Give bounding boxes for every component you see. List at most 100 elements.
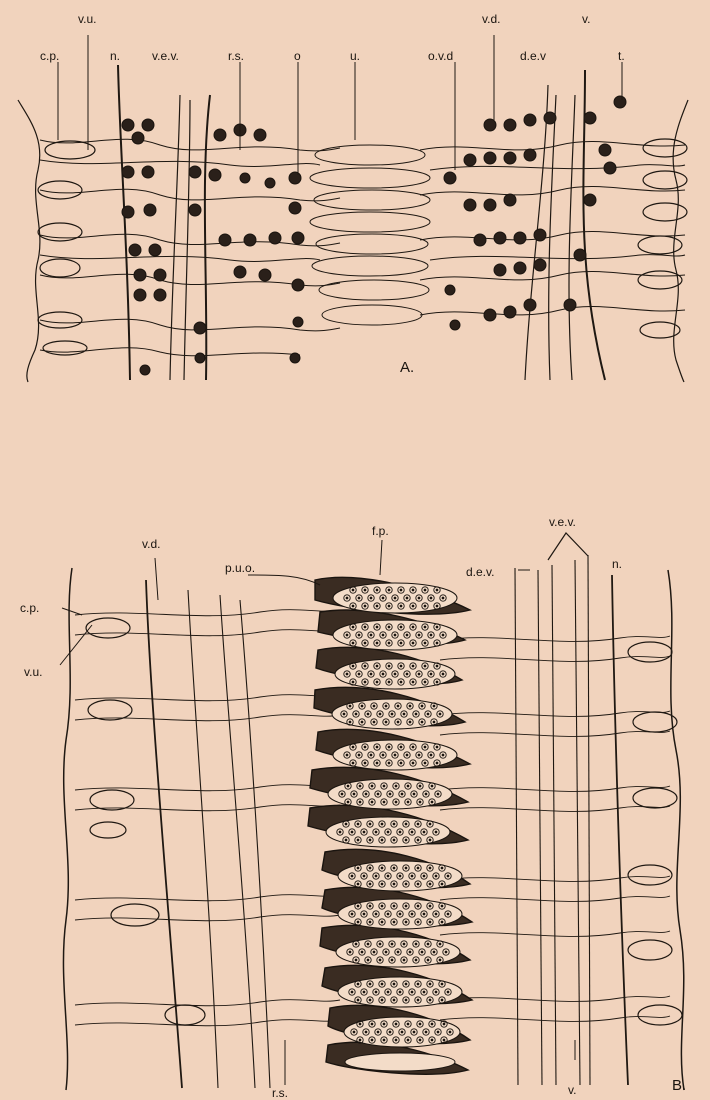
egg-nucleus (369, 839, 371, 841)
egg-nucleus (357, 839, 359, 841)
egg-nucleus (382, 597, 384, 599)
egg-nucleus (346, 673, 348, 675)
egg-nucleus (418, 634, 420, 636)
egg-nucleus (358, 634, 360, 636)
egg-nucleus (376, 626, 378, 628)
egg-nucleus (388, 626, 390, 628)
egg-nucleus (400, 626, 402, 628)
egg-nucleus (397, 705, 399, 707)
egg-nucleus (393, 823, 395, 825)
egg-nucleus (400, 665, 402, 667)
egg-nucleus (435, 991, 437, 993)
egg-nucleus (389, 1031, 391, 1033)
egg-nucleus (447, 991, 449, 993)
egg-nucleus (407, 785, 409, 787)
egg-nucleus (405, 921, 407, 923)
egg-nucleus (364, 626, 366, 628)
egg-nucleus (413, 1031, 415, 1033)
egg-nucleus (361, 951, 363, 953)
egg-nucleus (352, 665, 354, 667)
egg-nucleus (405, 867, 407, 869)
figure-a-left-body-wall (18, 100, 40, 382)
egg-nucleus (369, 823, 371, 825)
egg-nucleus (381, 839, 383, 841)
label-a-cp: c.p. (40, 49, 59, 63)
egg-nucleus (357, 921, 359, 923)
egg-nucleus (417, 921, 419, 923)
egg-nucleus (424, 589, 426, 591)
label-b-cp: c.p. (20, 601, 39, 615)
egg-nucleus (353, 793, 355, 795)
egg-nucleus (400, 681, 402, 683)
egg-nucleus (424, 626, 426, 628)
egg-nucleus (349, 951, 351, 953)
egg-nucleus (371, 1039, 373, 1041)
egg-nucleus (433, 951, 435, 953)
egg-nucleus (435, 913, 437, 915)
egg-nucleus (375, 991, 377, 993)
egg-nucleus (364, 589, 366, 591)
egg-nucleus (351, 991, 353, 993)
egg-nucleus (418, 754, 420, 756)
egg-nucleus (371, 785, 373, 787)
egg-nucleus (429, 823, 431, 825)
egg-nucleus (363, 831, 365, 833)
egg-nucleus (442, 673, 444, 675)
egg-nucleus (381, 983, 383, 985)
egg-nucleus (347, 801, 349, 803)
egg-nucleus (364, 642, 366, 644)
egg-nucleus (424, 762, 426, 764)
egg-nucleus (447, 913, 449, 915)
egg-nucleus (430, 634, 432, 636)
egg-nucleus (369, 921, 371, 923)
egg-nucleus (375, 875, 377, 877)
label-a-dev: d.e.v (520, 49, 546, 63)
egg-nucleus (427, 943, 429, 945)
egg-nucleus (436, 589, 438, 591)
egg-nucleus (401, 793, 403, 795)
egg-nucleus (421, 705, 423, 707)
egg-nucleus (405, 823, 407, 825)
egg-nucleus (373, 951, 375, 953)
figure-a: c.p. v.u. n. v.e.v. r.s. o u. o.v.d v.d.… (18, 12, 688, 382)
egg-nucleus (439, 943, 441, 945)
egg-nucleus (379, 959, 381, 961)
egg-nucleus (424, 746, 426, 748)
egg-nucleus (429, 867, 431, 869)
label-a-rs: r.s. (228, 49, 244, 63)
egg-nucleus (415, 713, 417, 715)
egg-nucleus (436, 642, 438, 644)
egg-nucleus (388, 589, 390, 591)
egg-nucleus (346, 754, 348, 756)
egg-nucleus (367, 713, 369, 715)
egg-nucleus (399, 875, 401, 877)
egg-nucleus (424, 681, 426, 683)
egg-nucleus (391, 959, 393, 961)
egg-nucleus (435, 875, 437, 877)
egg-nucleus (363, 991, 365, 993)
label-a-o: o (294, 49, 301, 63)
egg-nucleus (424, 642, 426, 644)
egg-nucleus (357, 905, 359, 907)
egg-nucleus (417, 839, 419, 841)
egg-nucleus (412, 681, 414, 683)
figure-b-right-coiled-organs (628, 642, 682, 1025)
egg-nucleus (364, 665, 366, 667)
label-a-v: v. (582, 12, 590, 26)
label-a-n: n. (110, 49, 120, 63)
egg-nucleus (431, 1039, 433, 1041)
egg-nucleus (353, 1031, 355, 1033)
egg-nucleus (370, 754, 372, 756)
egg-nucleus (431, 785, 433, 787)
egg-nucleus (393, 905, 395, 907)
egg-nucleus (435, 831, 437, 833)
egg-nucleus (369, 905, 371, 907)
egg-nucleus (387, 991, 389, 993)
egg-nucleus (376, 605, 378, 607)
egg-nucleus (433, 705, 435, 707)
egg-nucleus (436, 762, 438, 764)
egg-nucleus (407, 801, 409, 803)
egg-nucleus (352, 642, 354, 644)
egg-nucleus (405, 999, 407, 1001)
